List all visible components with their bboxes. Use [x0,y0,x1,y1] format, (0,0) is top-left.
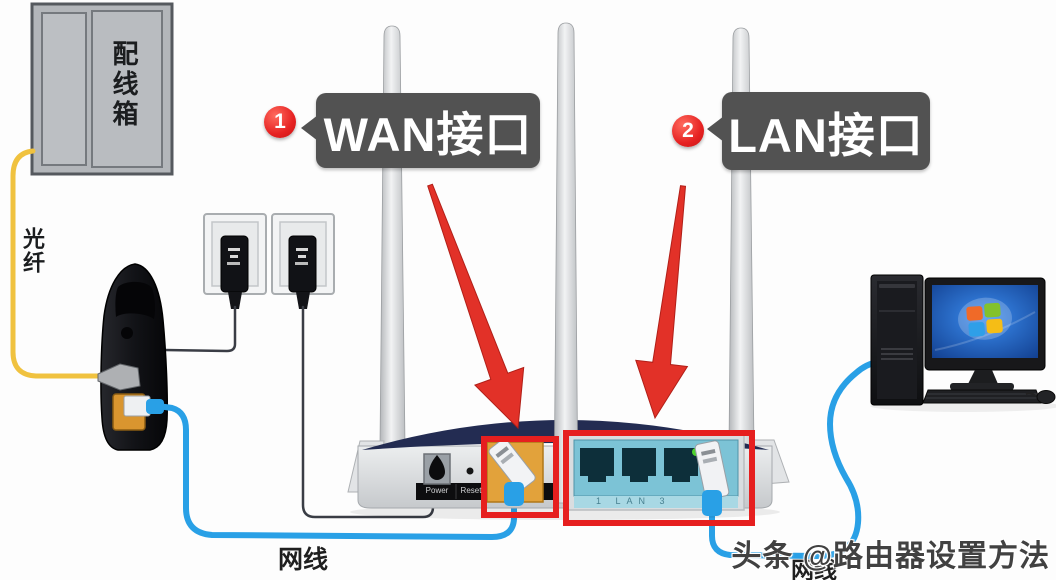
computer [870,274,1056,412]
lan-bubble-tail [707,116,724,142]
lan-plug-boot [702,490,722,516]
lan-callout-label: LAN接口 [728,108,924,162]
ethernet-cable-modem-to-router [155,403,517,541]
fiber-label: 光纤 [20,227,45,275]
watermark: 头条 @路由器设置方法 [731,540,1050,573]
cable-label-right: 网线 [791,557,837,580]
keyboard [922,389,1042,404]
step-1-badge: 1 [264,106,296,138]
distribution-box-label: 配线箱 [109,40,139,130]
modem-hole [121,327,133,339]
reset-label: Reset [460,486,482,495]
reset-button-hole [466,467,474,475]
wan-arrow [427,183,525,430]
power-plug [429,455,445,480]
lan-port-1 [580,448,614,482]
windows-logo-icon [958,297,1012,340]
mouse [1036,390,1056,404]
monitor-screen [932,285,1038,358]
modem-power-cable [163,305,237,353]
power-port-label: Power [425,486,449,495]
lan-panel-strip [574,496,738,508]
optical-modem [97,263,169,451]
wan-callout-label: WAN接口 [323,108,533,161]
monitor-stand [968,370,998,384]
lan-port-2 [622,448,656,482]
modem-plug-boot [146,399,164,414]
fiber-connector [97,363,141,391]
wan-plug-boot [504,482,524,506]
router-antenna-left [379,25,406,447]
modem-top-opening [115,281,156,319]
distribution-box [30,2,174,176]
wall-outlet-2 [271,213,335,309]
lan-arrow [635,185,689,420]
router-power-cable [301,305,435,519]
step-2-badge: 2 [672,115,704,147]
lan-port-highlight [563,430,755,526]
wan-port [486,438,544,506]
router-antenna-right [728,27,755,447]
fiber-cable [10,148,101,379]
lan-callout-bubble: LAN接口 [707,92,930,170]
wall-outlet-1 [203,213,267,309]
wan-port-highlight [481,436,559,518]
wan-callout-bubble: WAN接口 [301,93,540,168]
monitor-base [950,383,1014,390]
distribution-box-left-door [41,12,87,166]
cable-label-left: 网线 [278,546,329,574]
ethernet-cable-router-to-pc [709,359,881,560]
router-antenna-middle [553,22,579,504]
lan-strip-label: 1 LAN 3 [596,496,671,506]
lan-port-3 [664,448,698,482]
distribution-box-right-door [91,10,163,168]
wan-bubble-tail [301,115,318,141]
